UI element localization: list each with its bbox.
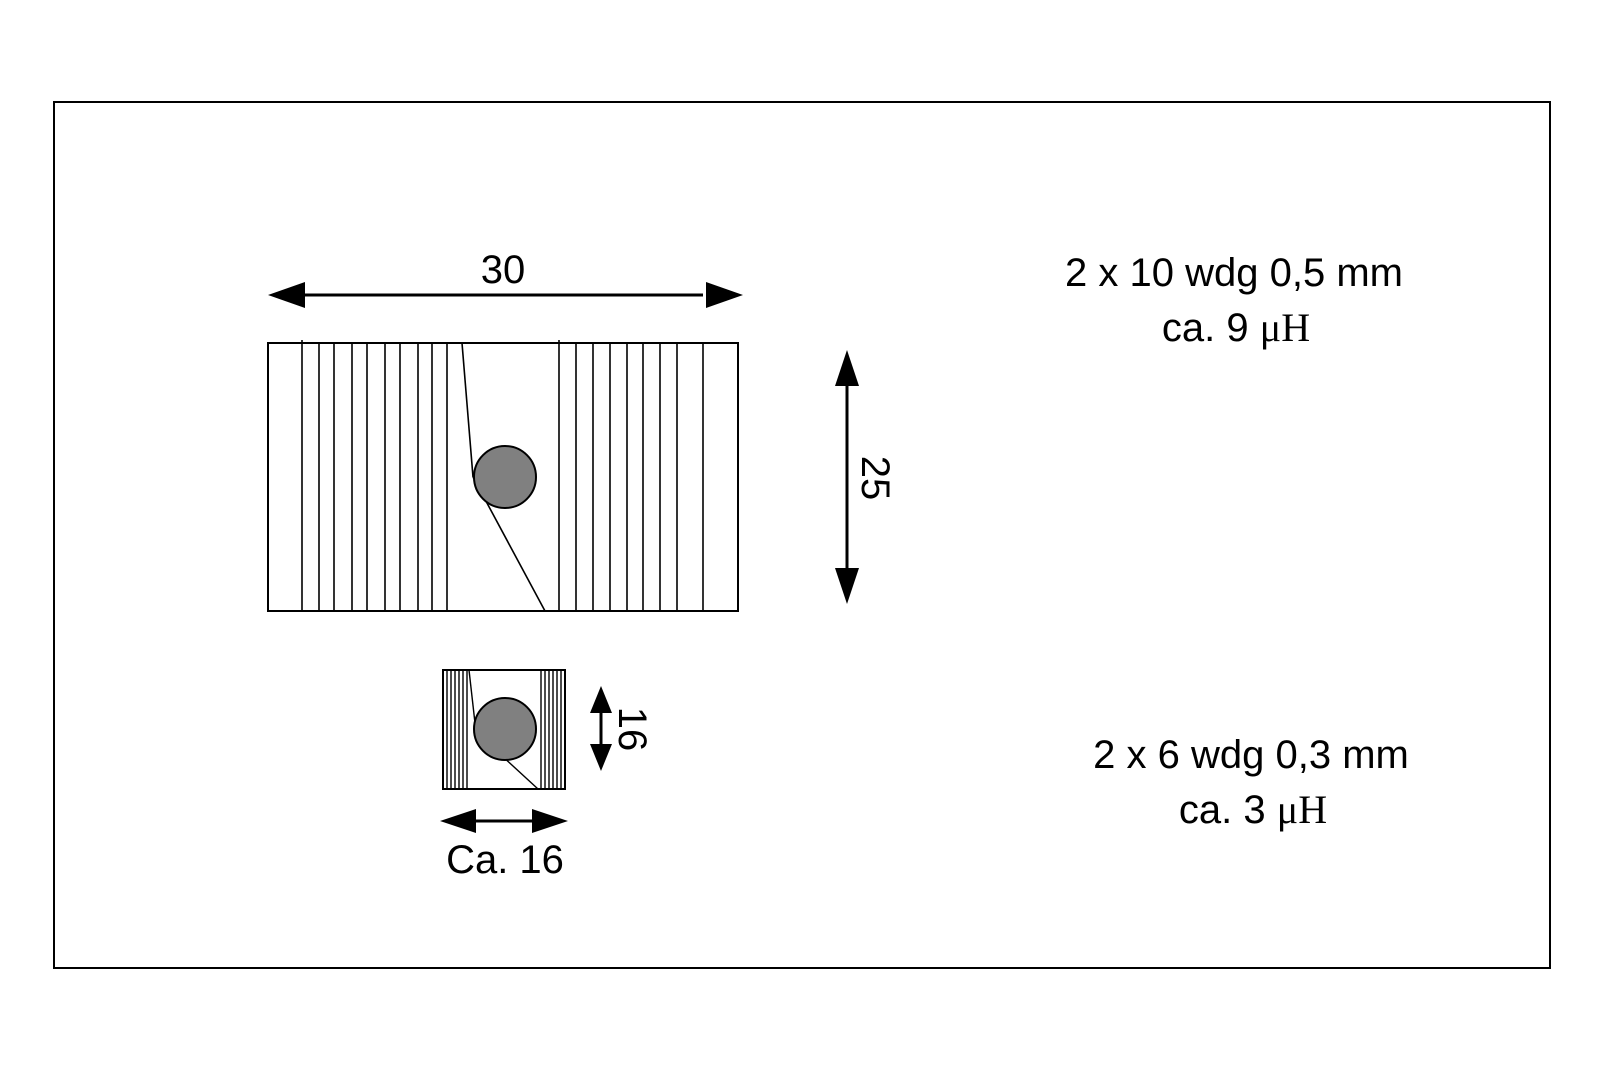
small-width-label: Ca. 16 [446,838,564,882]
diagram-frame [53,101,1551,969]
large-coil-inductance-unit: μH [1260,305,1310,350]
large-coil: 30 [267,248,897,612]
large-width-label: 30 [481,248,526,292]
large-coil-inductance-value: ca. 9 [1162,306,1260,350]
small-coil-core [473,697,537,761]
large-coil-spec-windings: 2 x 10 wdg 0,5 mm [1065,251,1403,295]
large-coil-spec-inductance: ca. 9 μH [1162,305,1310,350]
large-width-dimension-arrow [268,282,743,308]
small-width-dimension-arrow [440,809,568,833]
large-coil-core [473,445,537,509]
small-coil-spec-inductance: ca. 3 μH [1179,787,1327,832]
large-coil-spec: 2 x 10 wdg 0,5 mm ca. 9 μH [1065,251,1403,350]
small-coil: 16 Ca. 16 [440,669,654,882]
small-height-label: 16 [610,707,654,752]
small-coil-spec-windings: 2 x 6 wdg 0,3 mm [1093,733,1409,777]
small-coil-inductance-unit: μH [1277,787,1327,832]
large-height-dimension-arrow [835,350,859,604]
small-coil-inductance-value: ca. 3 [1179,788,1277,832]
small-coil-spec: 2 x 6 wdg 0,3 mm ca. 3 μH [1093,733,1409,832]
large-height-label: 25 [853,456,897,501]
small-height-dimension-arrow [590,686,612,771]
